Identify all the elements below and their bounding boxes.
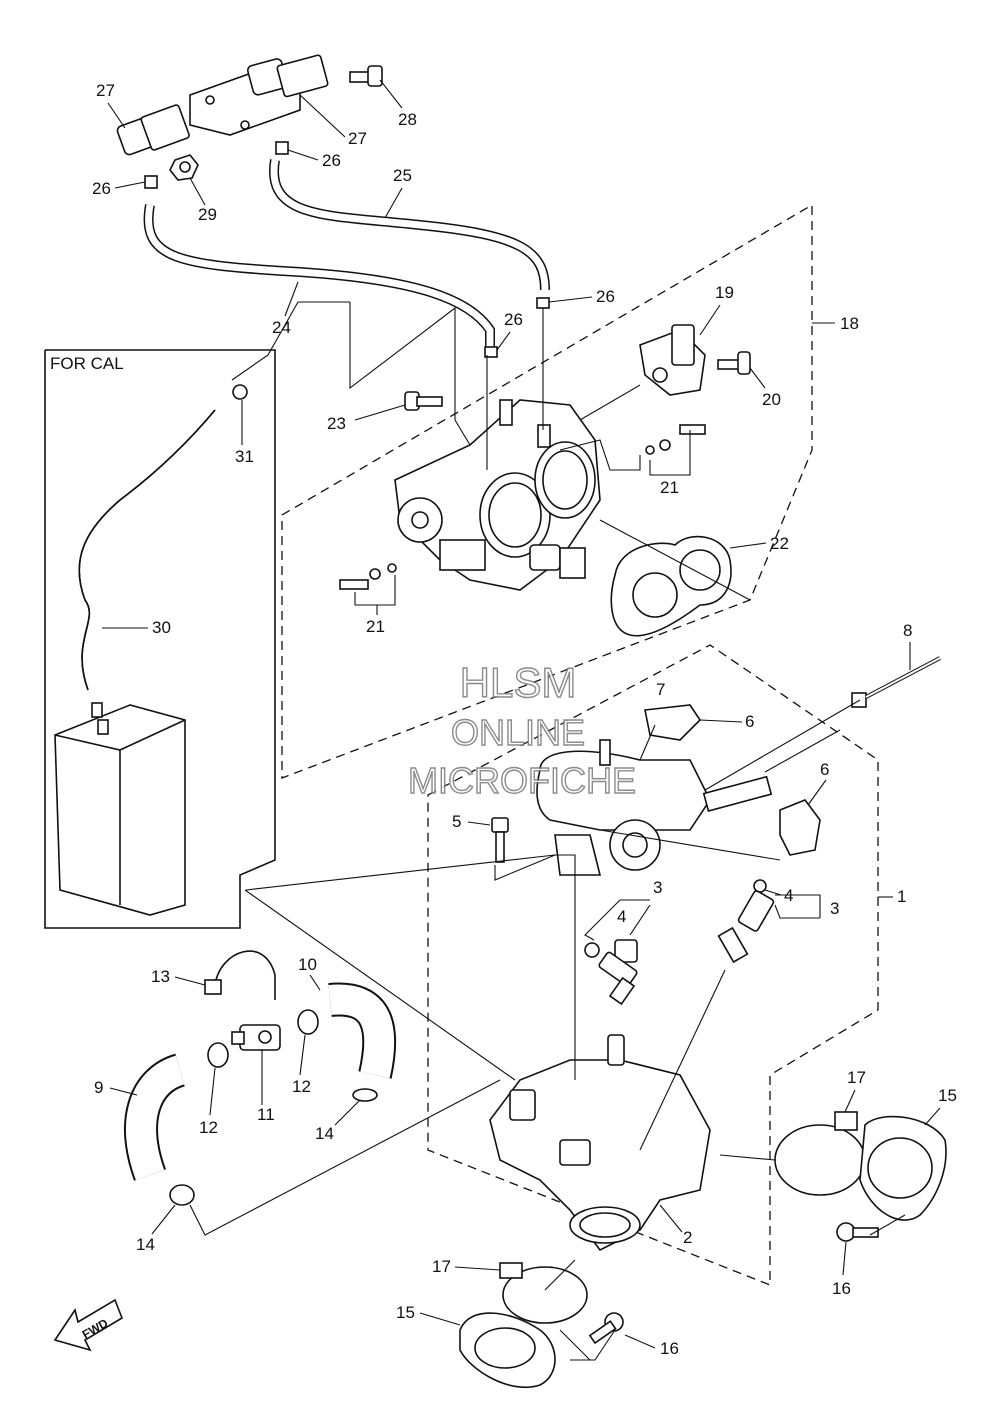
callout-16: 16 xyxy=(832,1279,851,1298)
clip-14-left xyxy=(169,1184,195,1206)
callout-9: 9 xyxy=(94,1078,103,1097)
clip-31 xyxy=(232,384,248,400)
callouts: 1 2 3 3 4 4 5 6 6 7 8 9 10 11 12 12 13 1… xyxy=(92,79,957,1358)
callout-22: 22 xyxy=(770,534,789,553)
bolt-5 xyxy=(491,817,509,863)
leader-lines xyxy=(189,301,906,1361)
callout-11: 11 xyxy=(257,1105,275,1124)
callout-4: 4 xyxy=(784,886,793,905)
callout-2: 2 xyxy=(683,1228,692,1247)
throttle-body xyxy=(394,399,601,591)
hose-10 xyxy=(328,982,397,1079)
for-cal-inset: FOR CAL xyxy=(44,349,276,929)
hose-9 xyxy=(124,1053,186,1181)
gasket-22 xyxy=(610,535,732,637)
injector-3-right xyxy=(717,879,775,964)
callout-21: 21 xyxy=(660,478,679,497)
oring-12-left xyxy=(207,1042,229,1068)
callout-27: 27 xyxy=(96,81,115,100)
clamp-26-b xyxy=(275,141,289,155)
callout-20: 20 xyxy=(762,390,781,409)
screw-set-21-lower xyxy=(339,563,397,590)
callout-23: 23 xyxy=(327,414,346,433)
oring-12-right xyxy=(297,1009,319,1035)
callout-19: 19 xyxy=(715,283,734,302)
watermark-line-1: HLSM xyxy=(460,659,577,706)
callout-14: 14 xyxy=(136,1235,155,1254)
clamp-26-d xyxy=(484,346,498,358)
callout-15: 15 xyxy=(396,1303,415,1322)
callout-25: 25 xyxy=(393,166,412,185)
callout-31: 31 xyxy=(235,447,254,466)
inset-label: FOR CAL xyxy=(50,354,124,373)
callout-26: 26 xyxy=(322,151,341,170)
screw-20 xyxy=(717,351,751,375)
callout-26: 26 xyxy=(596,287,615,306)
callout-5: 5 xyxy=(452,812,461,831)
fitting-11 xyxy=(231,1024,281,1051)
sensor-27-left xyxy=(116,104,190,156)
callout-12: 12 xyxy=(199,1118,218,1137)
canister xyxy=(54,702,186,916)
callout-3: 3 xyxy=(830,899,839,918)
rubber-joint-15-right xyxy=(859,1115,947,1221)
bolt-28 xyxy=(349,65,383,87)
callout-12: 12 xyxy=(292,1077,311,1096)
clip-14-right xyxy=(352,1088,378,1102)
fwd-arrow-icon: FWD xyxy=(53,1298,123,1352)
intake-body-2 xyxy=(489,1034,711,1252)
bracket-6-lower xyxy=(779,799,821,856)
callout-10: 10 xyxy=(298,955,317,974)
sensor-27-right xyxy=(247,54,329,98)
callout-3: 3 xyxy=(653,878,662,897)
callout-17: 17 xyxy=(847,1068,866,1087)
callout-27: 27 xyxy=(348,129,367,148)
cable-tie-8 xyxy=(851,656,941,708)
watermark: HLSM ONLINE MICROFICHE xyxy=(407,658,636,801)
screw-16-right xyxy=(836,1222,879,1242)
bracket-6-upper xyxy=(644,704,702,741)
watermark-line-3: MICROFICHE xyxy=(408,760,636,801)
fuel-rail xyxy=(536,739,773,876)
callout-18: 18 xyxy=(840,314,859,333)
callout-14: 14 xyxy=(315,1124,334,1143)
callout-6: 6 xyxy=(745,712,754,731)
callout-28: 28 xyxy=(398,110,417,129)
callout-30: 30 xyxy=(152,618,171,637)
callout-29: 29 xyxy=(198,205,217,224)
callout-16: 16 xyxy=(660,1339,679,1358)
clamp-26-a xyxy=(144,175,158,189)
callout-13: 13 xyxy=(151,967,170,986)
callout-24: 24 xyxy=(272,318,291,337)
callout-1: 1 xyxy=(897,887,906,906)
throttle-sensor-19 xyxy=(639,324,706,396)
nut-29 xyxy=(169,154,199,181)
hose-30 xyxy=(78,409,216,691)
screw-16-lower xyxy=(588,1312,624,1345)
band-13 xyxy=(204,950,276,1000)
callout-17: 17 xyxy=(432,1257,451,1276)
clamp-26-c xyxy=(536,297,550,309)
watermark-line-2: ONLINE xyxy=(451,712,585,753)
callout-8: 8 xyxy=(903,621,912,640)
rubber-joint-15-lower xyxy=(459,1312,556,1389)
clamp-ring-17-lower xyxy=(499,1262,588,1324)
callout-4: 4 xyxy=(617,907,626,926)
injector-3-left xyxy=(584,939,638,1006)
assembly-1-boundary xyxy=(427,644,879,1286)
callout-6: 6 xyxy=(820,760,829,779)
callout-26: 26 xyxy=(504,310,523,329)
callout-15: 15 xyxy=(938,1086,957,1105)
callout-7: 7 xyxy=(656,680,665,699)
assembly-18-boundary xyxy=(281,203,813,779)
callout-21: 21 xyxy=(366,617,385,636)
screw-set-21-upper xyxy=(645,424,706,455)
screw-23 xyxy=(404,391,443,411)
clamp-ring-17-right xyxy=(774,1111,866,1196)
callout-26: 26 xyxy=(92,179,111,198)
